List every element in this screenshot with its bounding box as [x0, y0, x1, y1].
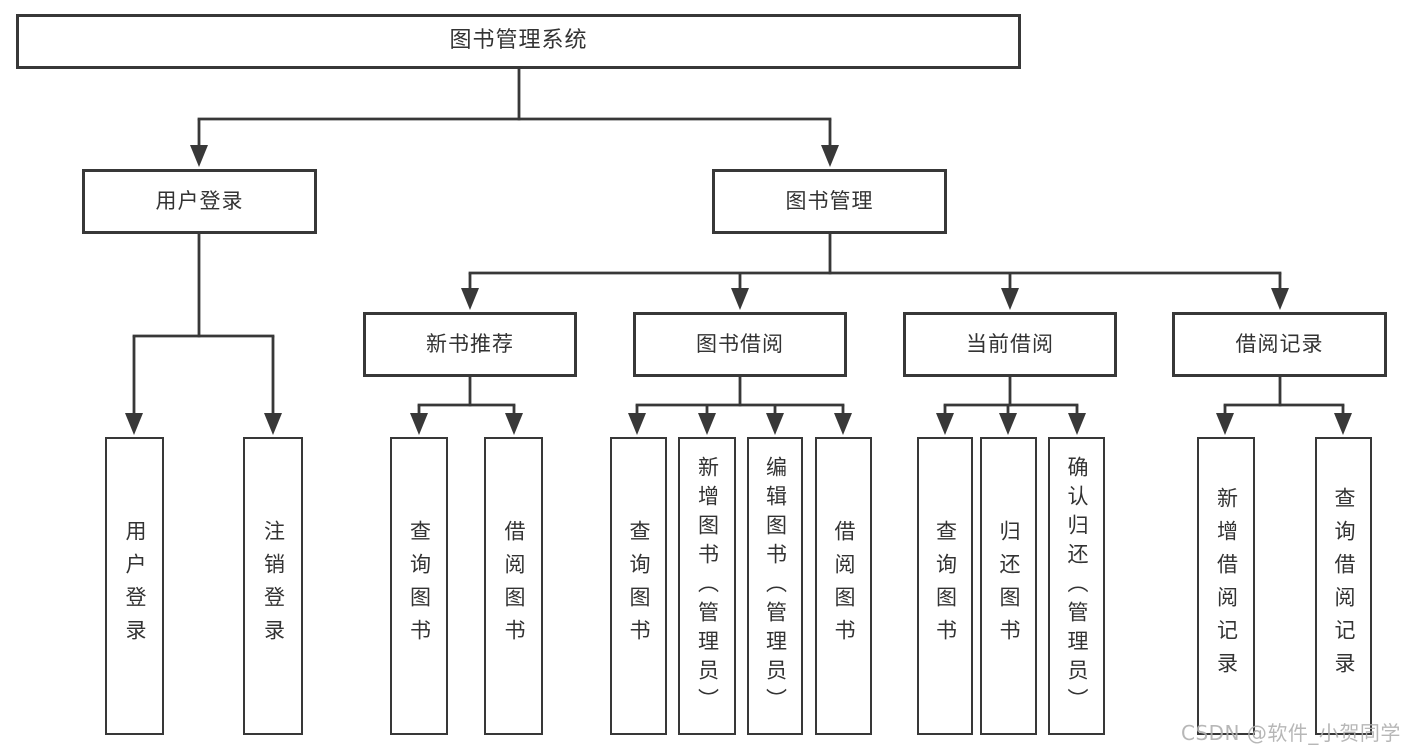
node-label: 图书管理系统 [449, 28, 588, 54]
node-label: 图书借阅 [696, 331, 784, 356]
leaf-label: 查询借阅记录 [1332, 487, 1356, 685]
leaf-add-borrow-record: 新增借阅记录 [1197, 437, 1255, 735]
leaf-user-login: 用户登录 [105, 437, 164, 735]
leaf-borrow-books-recommend: 借阅图书 [484, 437, 543, 735]
node-label: 当前借阅 [966, 331, 1054, 356]
leaf-label: 查询图书 [933, 520, 958, 652]
leaf-label: 查询图书 [407, 520, 432, 652]
leaf-query-books-borrow: 查询图书 [610, 437, 667, 735]
leaf-label: 查询图书 [627, 520, 651, 652]
leaf-label: 确认归还（管理员） [1065, 455, 1089, 717]
node-label: 新书推荐 [426, 331, 514, 356]
node-label: 用户登录 [155, 188, 244, 213]
leaf-add-books-admin: 新增图书（管理员） [678, 437, 736, 735]
node-borrowing-records: 借阅记录 [1172, 312, 1387, 377]
node-user-login: 用户登录 [82, 169, 317, 234]
node-label: 借阅记录 [1235, 331, 1324, 356]
leaf-query-books-current: 查询图书 [917, 437, 973, 735]
leaf-return-books: 归还图书 [980, 437, 1037, 735]
leaf-label: 借阅图书 [502, 520, 526, 652]
leaf-label: 编辑图书（管理员） [763, 455, 788, 717]
leaf-confirm-return-admin: 确认归还（管理员） [1048, 437, 1105, 735]
leaf-label: 新增图书（管理员） [695, 455, 720, 717]
node-book-borrowing: 图书借阅 [633, 312, 847, 377]
leaf-label: 归还图书 [997, 520, 1021, 652]
leaf-borrow-books: 借阅图书 [815, 437, 872, 735]
leaf-label: 注销登录 [261, 520, 286, 652]
node-current-borrowing: 当前借阅 [903, 312, 1117, 377]
csdn-watermark: CSDN @软件_小贺同学 [1181, 721, 1401, 745]
leaf-label: 借阅图书 [832, 520, 856, 652]
leaf-label: 新增借阅记录 [1214, 487, 1239, 685]
node-book-management: 图书管理 [712, 169, 947, 234]
leaf-edit-books-admin: 编辑图书（管理员） [747, 437, 803, 735]
leaf-query-books-recommend: 查询图书 [390, 437, 448, 735]
node-label: 图书管理 [785, 188, 874, 213]
leaf-logout: 注销登录 [243, 437, 303, 735]
node-new-book-recommendation: 新书推荐 [363, 312, 577, 377]
leaf-query-borrow-record: 查询借阅记录 [1315, 437, 1372, 735]
node-library-management-system: 图书管理系统 [16, 14, 1021, 69]
leaf-label: 用户登录 [123, 520, 147, 652]
